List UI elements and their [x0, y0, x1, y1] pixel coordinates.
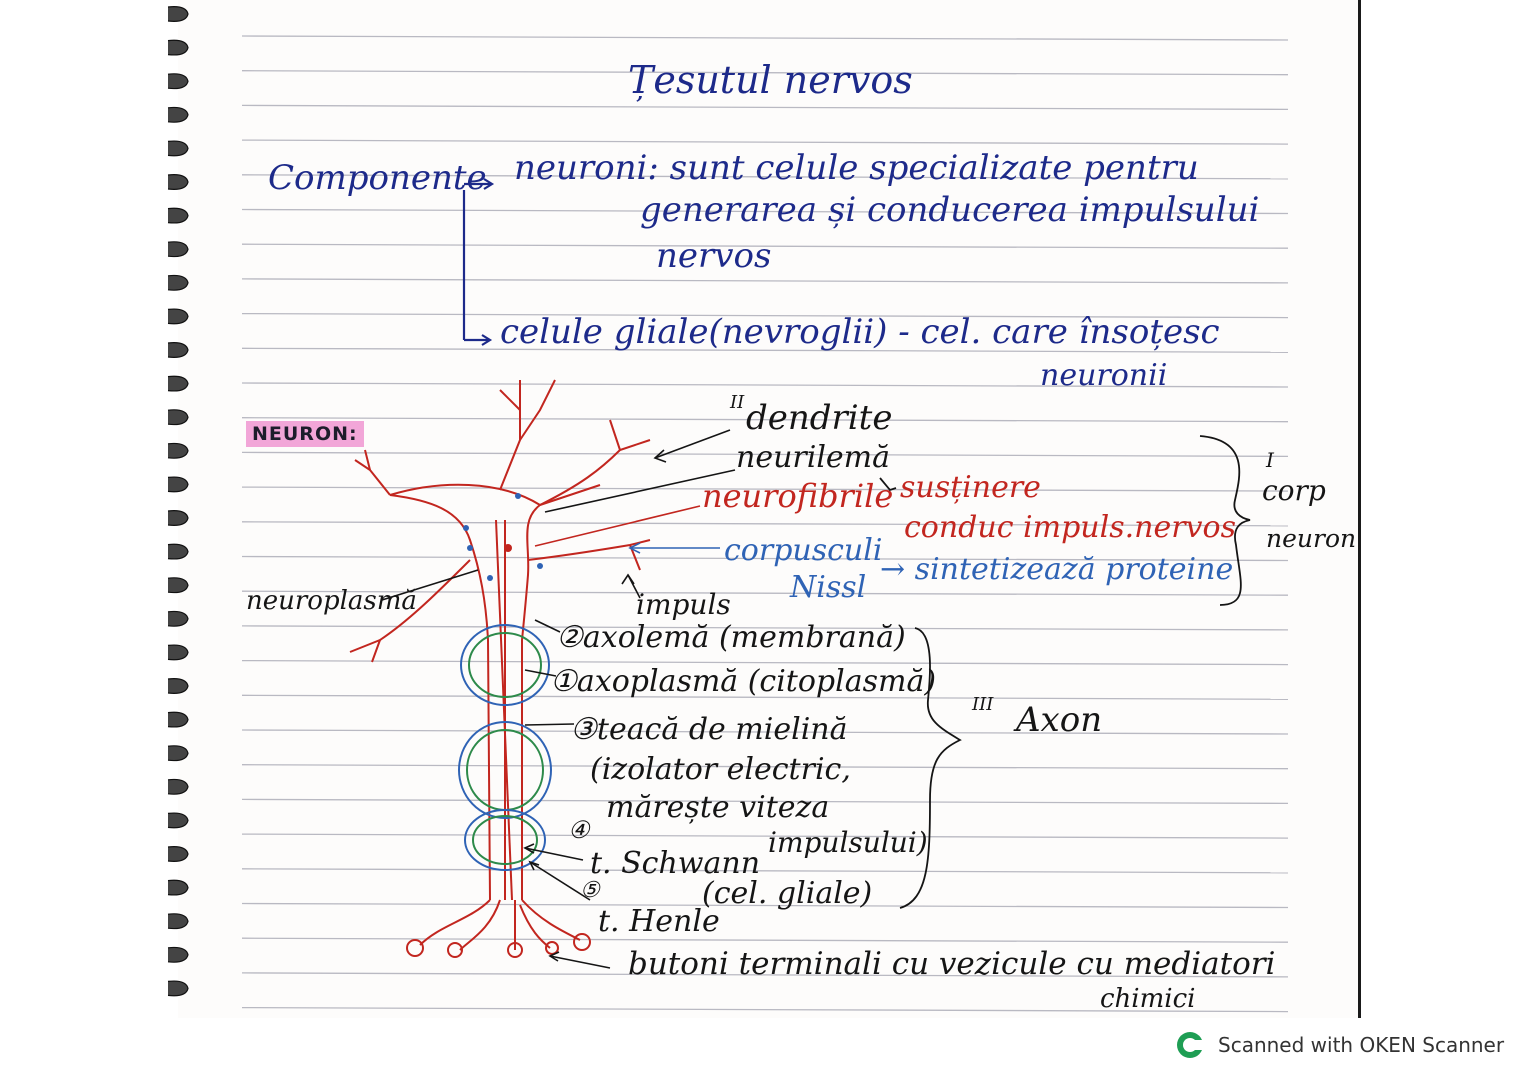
- axon-label: Axon: [1016, 700, 1103, 740]
- page-title: Țesutul nervos: [628, 58, 913, 102]
- schwann-label-1: t. Schwann: [590, 846, 761, 881]
- glial-line-2: neuronii: [1040, 358, 1168, 393]
- synthesis-label: → sintetizează proteine: [880, 552, 1234, 587]
- nissl-label-2: Nissl: [790, 570, 867, 605]
- terminal-buttons-label-2: chimici: [1100, 984, 1196, 1014]
- spiral-binding-icon: [167, 6, 189, 997]
- myelin-label-2: (izolator electric,: [590, 752, 851, 787]
- henle-label: t. Henle: [598, 904, 720, 939]
- myelin-label-3: mărește viteza: [606, 790, 830, 825]
- components-label: Componente: [268, 158, 487, 198]
- schwann-label-2: (cel. gliale): [702, 876, 873, 911]
- support-label: susținere: [900, 470, 1041, 505]
- schwann-number: ④: [568, 816, 590, 844]
- myelin-label-1: ③teacă de mielină: [570, 712, 848, 747]
- neurons-line-3: nervos: [656, 236, 772, 276]
- axoplasm-label: ①axoplasmă (citoplasmă): [550, 664, 937, 699]
- oken-scanner-logo-icon: [1177, 1032, 1204, 1058]
- scanner-watermark: Scanned with OKEN Scanner: [1174, 1030, 1504, 1060]
- neuron-heading-highlight: NEURON:: [246, 421, 364, 447]
- neurilema-label: neurilemă: [736, 440, 891, 475]
- body-label-2: neuron: [1266, 524, 1357, 553]
- axolema-label: ②axolemă (membrană): [556, 620, 906, 655]
- scanner-watermark-text: Scanned with OKEN Scanner: [1218, 1033, 1505, 1057]
- notebook-page: [178, 0, 1361, 1018]
- neurons-line-2: generarea și conducerea impulsului: [640, 190, 1260, 230]
- myelin-label-4: impulsului): [768, 826, 928, 859]
- nissl-label-1: corpusculi: [724, 533, 883, 568]
- impulse-label: impuls: [636, 588, 731, 621]
- body-label-1: corp: [1262, 474, 1326, 507]
- terminal-buttons-label-1: butoni terminali cu vezicule cu mediator…: [628, 946, 1276, 982]
- henle-number: ⑤: [580, 878, 600, 903]
- neuroplasm-label: neuroplasmă: [246, 586, 417, 616]
- neurons-line-1: neuroni: sunt celule specializate pentru: [514, 148, 1199, 188]
- axon-number: III: [972, 694, 994, 715]
- glial-line-1: celule gliale(nevroglii) - cel. care îns…: [500, 312, 1220, 352]
- neurofibrils-label: neurofibrile: [702, 477, 894, 515]
- conduct-label: conduc impuls.nervos: [904, 510, 1236, 545]
- body-number: I: [1266, 448, 1274, 472]
- dendrite-number: II: [730, 392, 745, 413]
- dendrite-label: dendrite: [746, 398, 893, 438]
